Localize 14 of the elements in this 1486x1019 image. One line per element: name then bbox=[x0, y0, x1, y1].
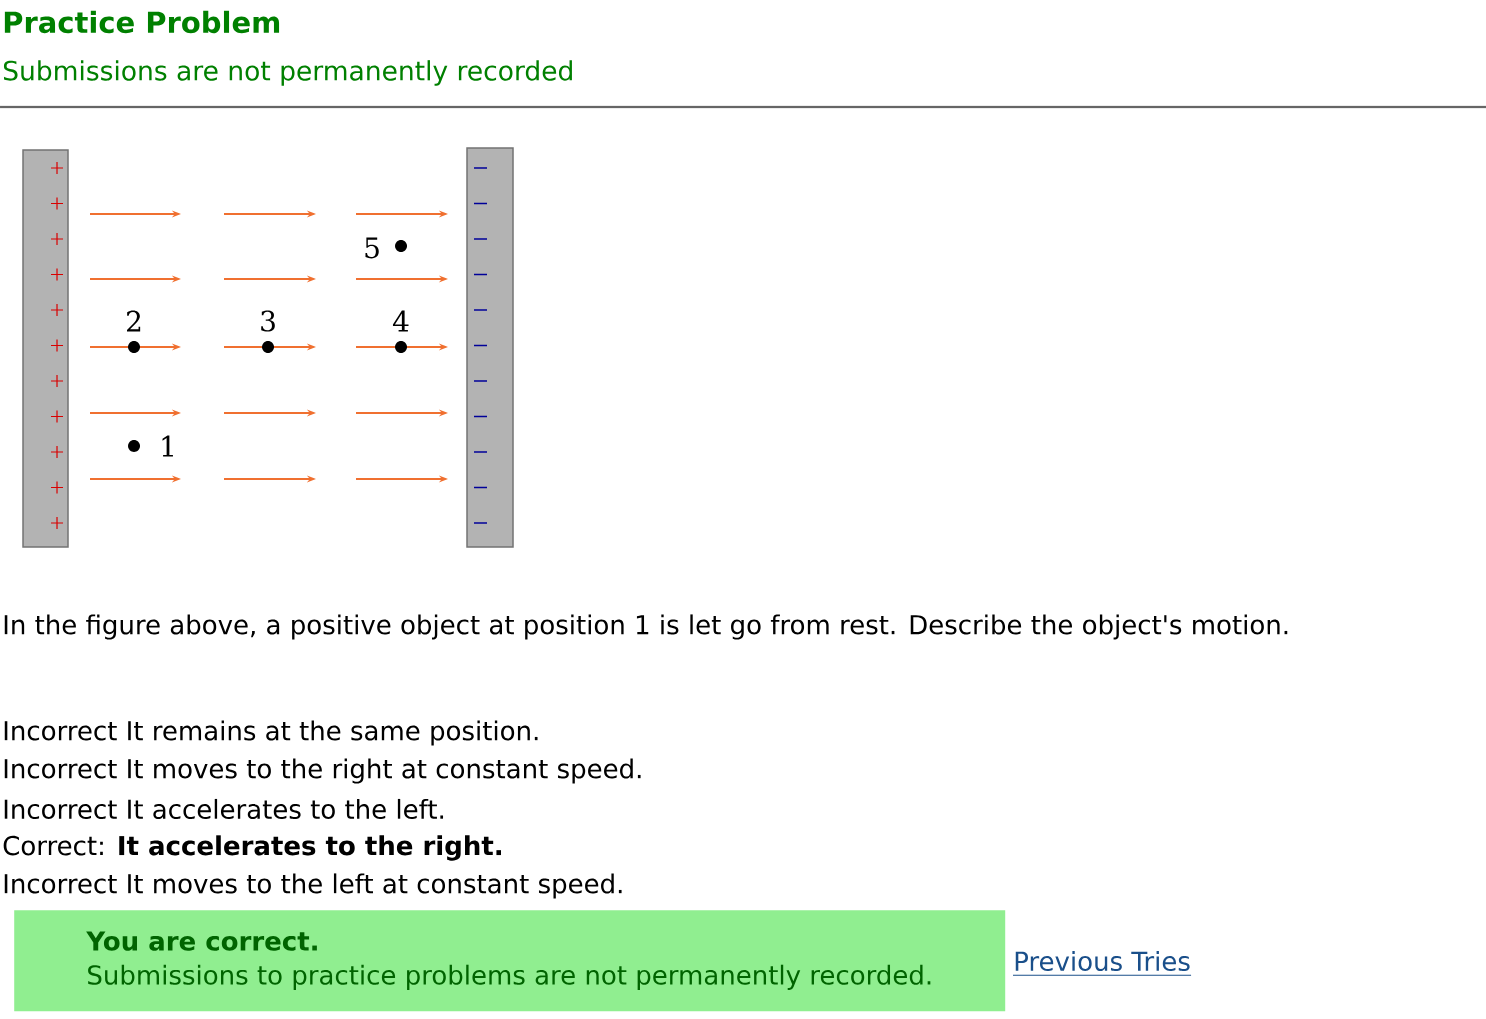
point-label: 1 bbox=[162, 435, 173, 457]
subheading: Submissions are not permanently recorded bbox=[3, 60, 572, 86]
feedback-box: You are correct. Submissions to practice problems are not permanently recorded. bbox=[14, 910, 1006, 1012]
question-text: In the figure above, a positive object at position 1 is let go from rest. Describe the object's motion. bbox=[4, 614, 1288, 640]
point-label: 4 bbox=[392, 310, 409, 332]
answer-option: Incorrect It moves to the right at constant speed. bbox=[4, 758, 641, 784]
answer-option: Incorrect It accelerates to the left. bbox=[4, 798, 444, 820]
point-label: 3 bbox=[261, 310, 275, 332]
answer-option: Incorrect It remains at the same position. bbox=[4, 720, 538, 746]
answer-option: Correct: It accelerates to the right. bbox=[3, 835, 501, 861]
point-label: 2 bbox=[127, 310, 141, 332]
point-label: 5 bbox=[365, 237, 379, 259]
previous-tries-link: Previous Tries bbox=[1012, 950, 1192, 976]
heading: Practice Problem bbox=[4, 10, 280, 34]
